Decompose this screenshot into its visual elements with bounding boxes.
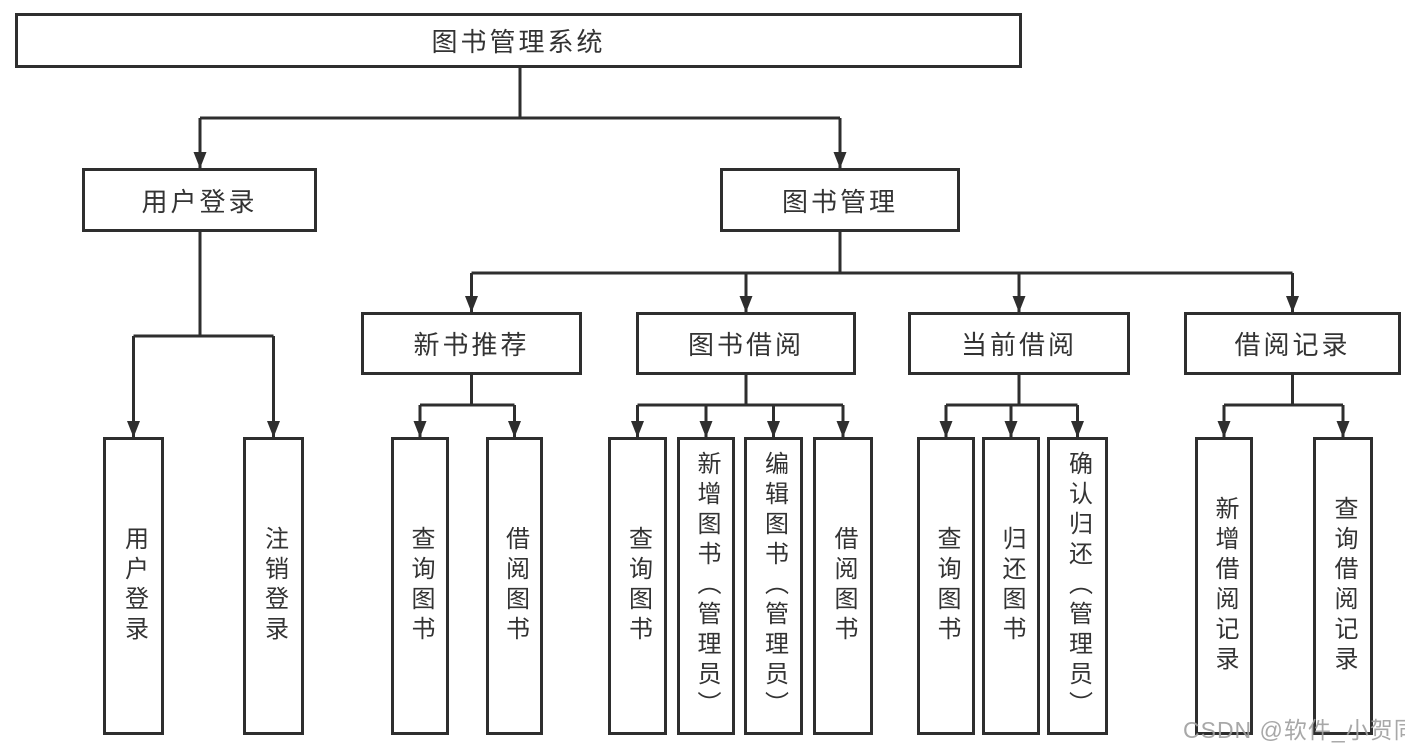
leaf-query-books-recommend: 查询图书 <box>391 437 449 735</box>
leaf-edit-books-admin: 编辑图书（管理员） <box>744 437 803 735</box>
leaf-return-books: 归还图书 <box>982 437 1040 735</box>
leaf-borrow-books-borrowing: 借阅图书 <box>813 437 873 735</box>
leaf-borrow-books-recommend: 借阅图书 <box>486 437 543 735</box>
leaf-query-books-borrowing: 查询图书 <box>608 437 667 735</box>
leaf-query-books-current: 查询图书 <box>917 437 975 735</box>
node-book-management: 图书管理 <box>720 168 960 232</box>
leaf-logout: 注销登录 <box>243 437 304 735</box>
node-library-system: 图书管理系统 <box>15 13 1022 68</box>
csdn-watermark: CSDN @软件_小贺同学 <box>1183 717 1405 743</box>
node-user-login: 用户登录 <box>82 168 317 232</box>
node-book-borrowing: 图书借阅 <box>636 312 856 375</box>
leaf-add-borrow-record: 新增借阅记录 <box>1195 437 1253 735</box>
node-new-book-recommend: 新书推荐 <box>361 312 582 375</box>
leaf-add-books-admin: 新增图书（管理员） <box>677 437 735 735</box>
leaf-confirm-return-admin: 确认归还（管理员） <box>1047 437 1108 735</box>
node-current-borrowing: 当前借阅 <box>908 312 1130 375</box>
leaf-query-borrow-record: 查询借阅记录 <box>1313 437 1373 735</box>
leaf-user-login: 用户登录 <box>103 437 164 735</box>
node-borrow-records: 借阅记录 <box>1184 312 1401 375</box>
